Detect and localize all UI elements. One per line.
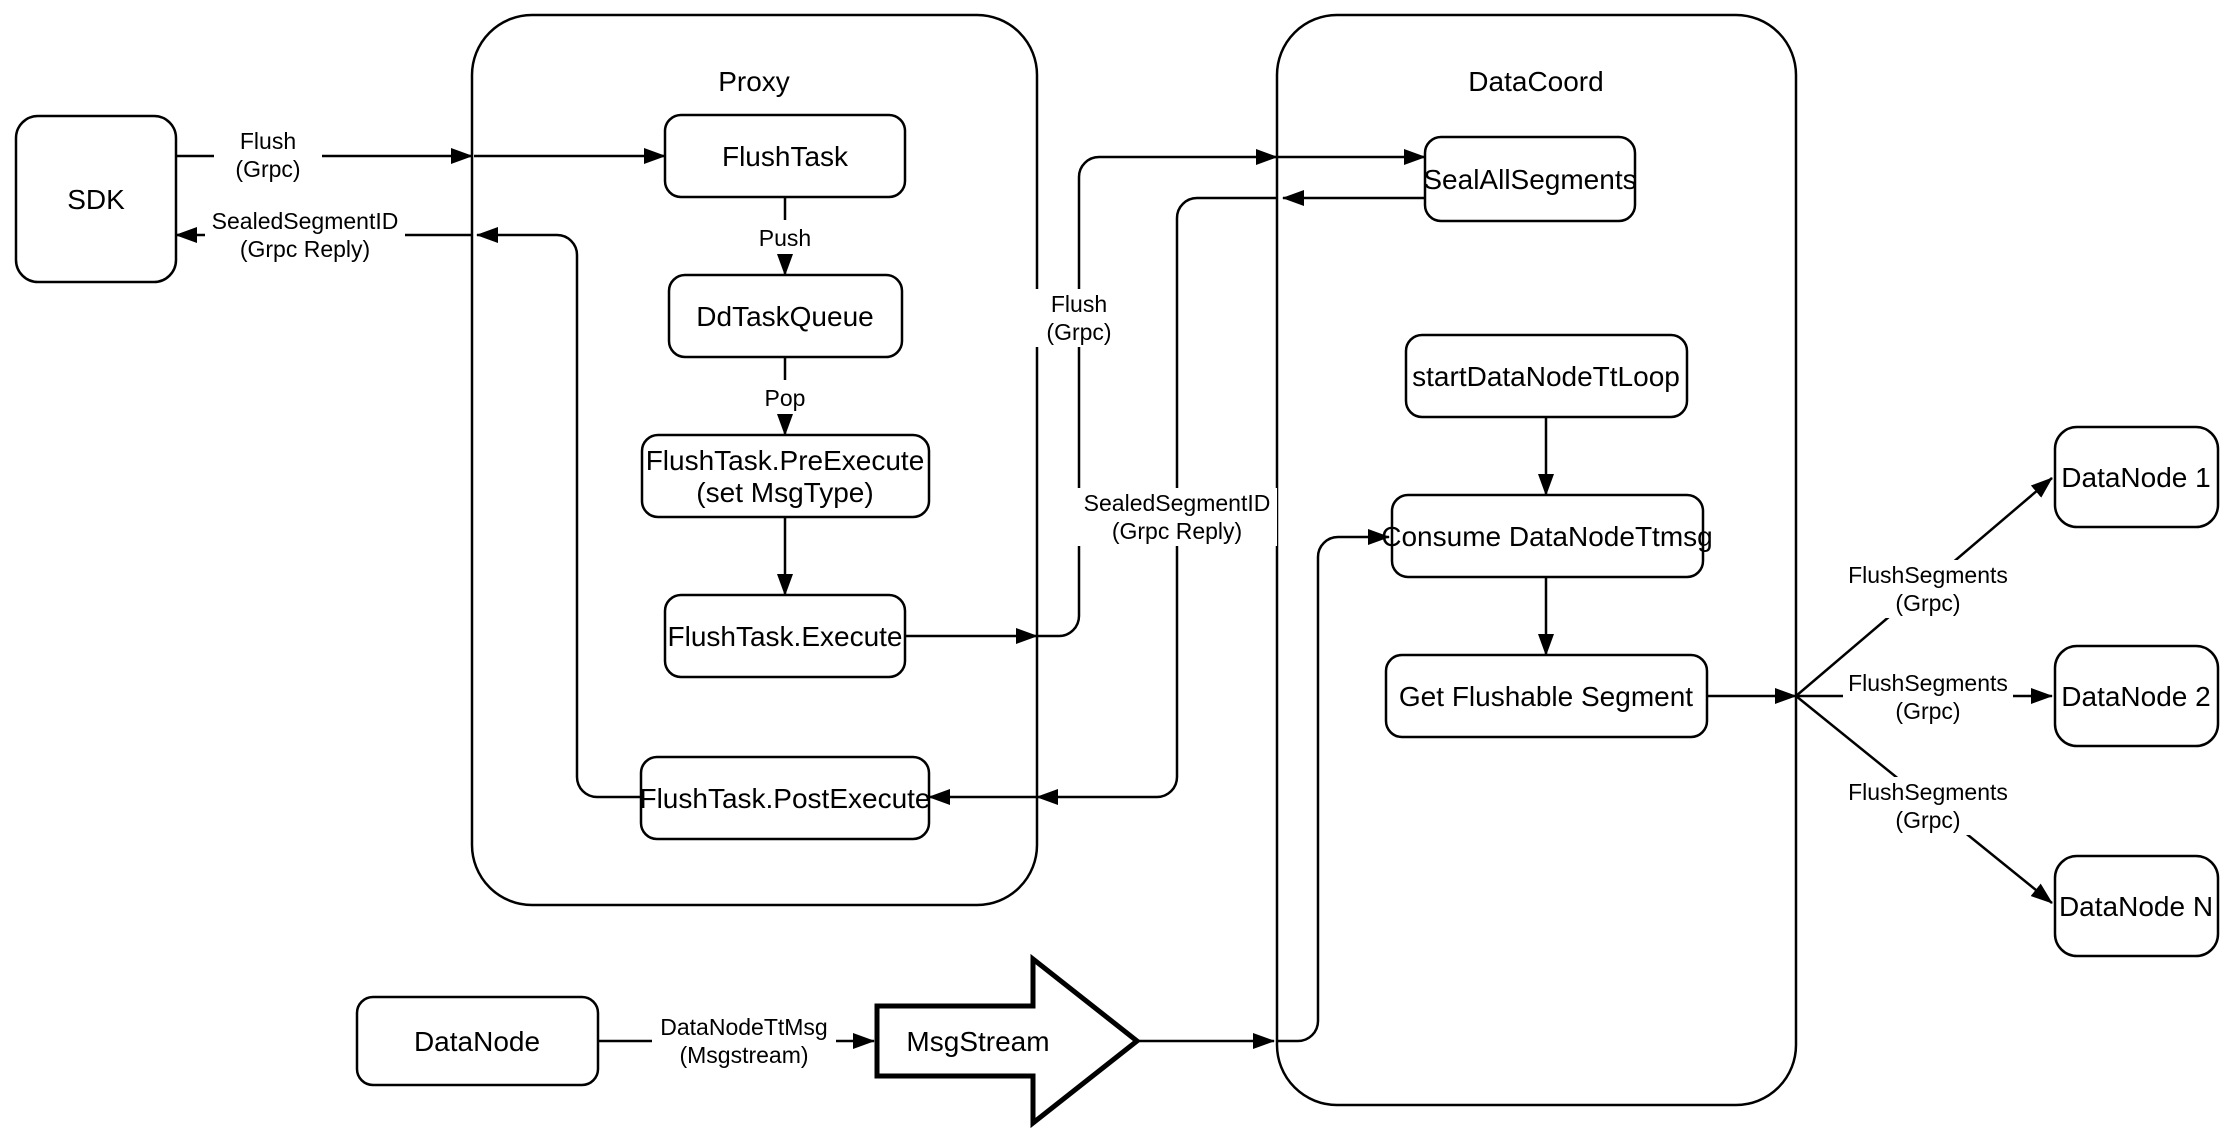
proxy-container-title: Proxy <box>718 66 790 97</box>
sealallsegments-label: SealAllSegments <box>1423 164 1636 195</box>
svg-text:(Grpc): (Grpc) <box>1895 807 1960 833</box>
edge-label-sdk-reply: SealedSegmentID (Grpc Reply) <box>205 206 405 264</box>
svg-text:(Grpc Reply): (Grpc Reply) <box>240 236 370 262</box>
node-preexecute: FlushTask.PreExecute (set MsgType) <box>640 433 931 519</box>
svg-text:SealedSegmentID: SealedSegmentID <box>1084 490 1271 516</box>
edge-label-flushsegments-1: FlushSegments (Grpc) <box>1843 560 2013 618</box>
svg-text:(Msgstream): (Msgstream) <box>679 1042 808 1068</box>
node-sdk: SDK <box>14 114 178 284</box>
edge-label-push: Push <box>748 220 822 254</box>
svg-text:(Grpc): (Grpc) <box>235 156 300 182</box>
node-postexecute: FlushTask.PostExecute <box>639 755 931 841</box>
svg-text:Pop: Pop <box>765 385 806 411</box>
datanode1-label: DataNode 1 <box>2061 462 2210 493</box>
node-consumedatanodettmsg: Consume DataNodeTtmsg <box>1381 493 1713 579</box>
container-proxy: Proxy <box>470 13 1039 907</box>
datanode2-label: DataNode 2 <box>2061 681 2210 712</box>
svg-text:(Grpc): (Grpc) <box>1895 590 1960 616</box>
getflushablesegment-label: Get Flushable Segment <box>1399 681 1693 712</box>
edge-label-proxy-flush: Flush (Grpc) <box>1025 289 1133 347</box>
svg-text:(Grpc Reply): (Grpc Reply) <box>1112 518 1242 544</box>
edge-postexecute-to-proxy-border <box>476 227 641 799</box>
datacoord-container-border <box>1275 13 1798 1107</box>
svg-text:Push: Push <box>759 225 811 251</box>
postexecute-label: FlushTask.PostExecute <box>639 783 930 814</box>
preexecute-label: FlushTask.PreExecute <box>646 445 925 476</box>
edge-labels: Flush (Grpc) SealedSegmentID (Grpc Reply… <box>205 126 2013 1070</box>
node-flushtask: FlushTask <box>663 113 907 199</box>
datanode-bottom-label: DataNode <box>414 1026 540 1057</box>
edge-label-pop: Pop <box>756 380 814 414</box>
node-datanode1: DataNode 1 <box>2053 425 2220 529</box>
node-execute: FlushTask.Execute <box>663 593 907 679</box>
edge-label-proxy-reply: SealedSegmentID (Grpc Reply) <box>1077 488 1277 546</box>
edge-proxy-to-datacoord-flush <box>1037 149 1278 638</box>
node-startdatanodettloop: startDataNodeTtLoop <box>1404 333 1689 419</box>
svg-text:FlushSegments: FlushSegments <box>1848 562 2008 588</box>
svg-text:DataNodeTtMsg: DataNodeTtMsg <box>660 1014 827 1040</box>
node-datanode2: DataNode 2 <box>2053 644 2220 748</box>
node-getflushablesegment: Get Flushable Segment <box>1384 653 1709 739</box>
proxy-container-border <box>470 13 1039 907</box>
datanoden-label: DataNode N <box>2059 891 2213 922</box>
svg-text:Flush: Flush <box>1051 291 1107 317</box>
container-datacoord: DataCoord <box>1275 13 1798 1107</box>
svg-text:FlushSegments: FlushSegments <box>1848 670 2008 696</box>
datacoord-container-title: DataCoord <box>1468 66 1603 97</box>
consumedatanodettmsg-label: Consume DataNodeTtmsg <box>1381 521 1712 552</box>
edge-datacoord-border-to-consume <box>1277 529 1390 1043</box>
edge-label-datanodettmsg: DataNodeTtMsg (Msgstream) <box>652 1012 836 1070</box>
node-datanoden: DataNode N <box>2053 854 2220 958</box>
flushtask-label: FlushTask <box>722 141 849 172</box>
ddtaskqueue-label: DdTaskQueue <box>696 301 873 332</box>
svg-text:SealedSegmentID: SealedSegmentID <box>212 208 399 234</box>
node-ddtaskqueue: DdTaskQueue <box>667 273 904 359</box>
node-msgstream: MsgStream <box>874 953 1142 1129</box>
msgstream-label: MsgStream <box>906 1026 1049 1057</box>
startdatanodettloop-label: startDataNodeTtLoop <box>1412 361 1680 392</box>
svg-text:(Grpc): (Grpc) <box>1046 319 1111 345</box>
node-sealallsegments: SealAllSegments <box>1423 135 1637 223</box>
svg-text:FlushSegments: FlushSegments <box>1848 779 2008 805</box>
edge-label-flushsegments-2: FlushSegments (Grpc) <box>1843 668 2013 726</box>
edge-label-flushsegments-3: FlushSegments (Grpc) <box>1843 777 2013 835</box>
edges <box>175 148 2053 1049</box>
preexecute-sublabel: (set MsgType) <box>696 477 873 508</box>
node-datanode-bottom: DataNode <box>355 995 600 1087</box>
execute-label: FlushTask.Execute <box>668 621 903 652</box>
sdk-label: SDK <box>67 184 125 215</box>
edge-label-sdk-flush: Flush (Grpc) <box>214 126 322 184</box>
msgstream-arrow-shape <box>874 953 1142 1129</box>
svg-text:Flush: Flush <box>240 128 296 154</box>
svg-text:(Grpc): (Grpc) <box>1895 698 1960 724</box>
